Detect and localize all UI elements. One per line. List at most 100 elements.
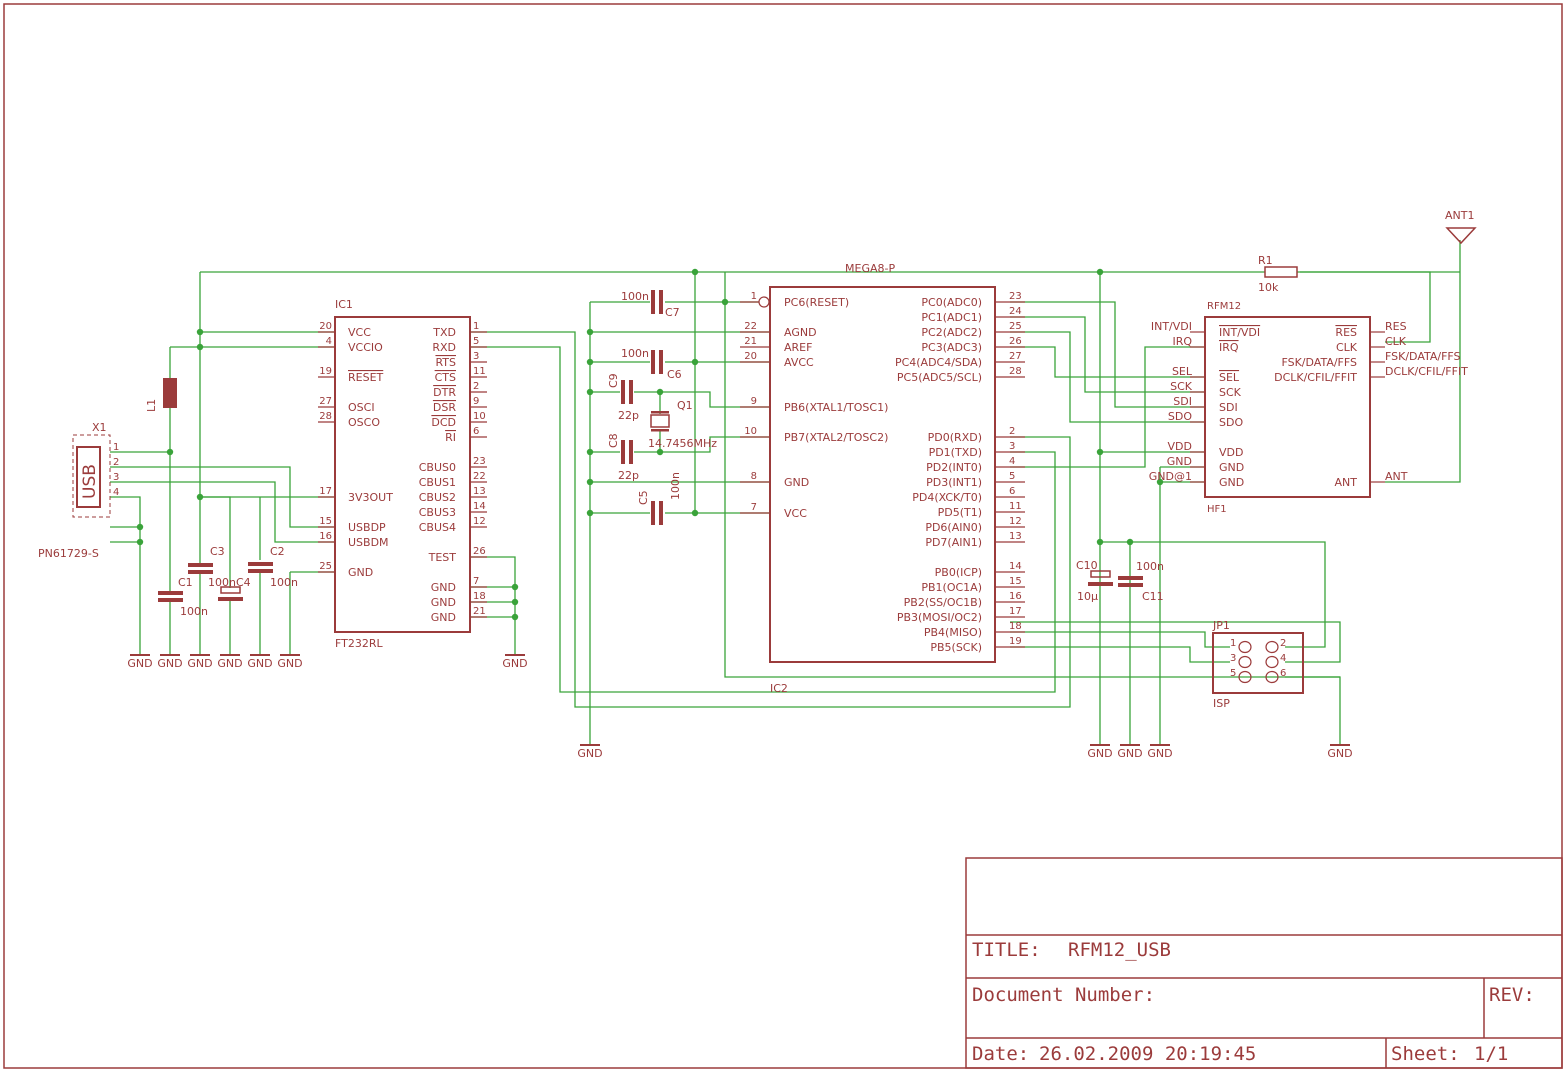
ic2-pin-number: 18 (1009, 621, 1022, 632)
ic1-pin-name: VCC (348, 326, 371, 339)
ic1-pin-number: 7 (473, 576, 479, 587)
ic1-pin-name: VCCIO (348, 341, 383, 354)
rev-label: REV: (1489, 984, 1535, 1006)
ic2-pin-number: 10 (744, 426, 757, 437)
ic1-pin-name: DTR (433, 386, 456, 399)
ic2-pin-name: PB5(SCK) (930, 641, 982, 654)
ic1-part: FT232RL (335, 637, 383, 650)
resistor-r1[interactable]: R1 10k (1258, 254, 1298, 294)
ground-label: GND (247, 657, 272, 670)
rfm12-module[interactable]: RFM12 HF1 INT/VDIINT/VDIIRQIRQSELSELSCKS… (1149, 301, 1468, 515)
capacitor-c1[interactable]: C1 100n (158, 576, 208, 618)
isp-header-jp1[interactable]: JP1 ISP 1 2 3 4 5 6 (1212, 619, 1304, 710)
ic1-pin-name: GND (348, 566, 373, 579)
usb-connector-x1[interactable]: USB X1 PN61729-S 1 2 3 4 (38, 421, 119, 560)
inductor-l1[interactable]: L1 (145, 378, 177, 412)
c3-value: 100n (208, 576, 236, 589)
jp1-pin-6: 6 (1280, 668, 1286, 679)
ic2-pin-name: PD0(RXD) (928, 431, 982, 444)
rfm12-inner-pin-name: FSK/DATA/FFS (1281, 356, 1357, 369)
usb-pin-3: 3 (113, 472, 119, 483)
ic1-pin-name: USBDP (348, 521, 386, 534)
reset-inversion-bubble (758, 296, 770, 308)
capacitor-c11[interactable]: 100n C11 (1118, 560, 1164, 603)
rfm12-pin-name: DCLK/CFIL/FFIT (1385, 365, 1468, 378)
ground-label: GND (1147, 747, 1172, 760)
crystal-q1[interactable]: Q1 14.7456MHz (648, 399, 717, 450)
ic2-pin-name: AVCC (784, 356, 814, 369)
ic2-pin-name: PB2(SS/OC1B) (904, 596, 982, 609)
rfm12-pin-name: VDD (1168, 440, 1192, 453)
capacitor-c6[interactable]: 100n C6 (621, 347, 682, 381)
ic2-pin-name: PD6(AIN0) (925, 521, 982, 534)
ic1-pin-name: CBUS2 (419, 491, 456, 504)
ic1-ref: IC1 (335, 298, 353, 311)
ic1-pin-name: GND (431, 596, 456, 609)
ic2-pin-name: PC5(ADC5/SCL) (897, 371, 982, 384)
ic1-pin-name: RTS (435, 356, 456, 369)
ic1-pin-name: 3V3OUT (348, 491, 393, 504)
capacitor-c5[interactable]: C5 100n (637, 472, 682, 525)
wires (110, 240, 1461, 745)
ic2-pin-number: 7 (751, 502, 757, 513)
ic1-pin-number: 22 (473, 471, 486, 482)
ground-label: GND (577, 747, 602, 760)
ic2-pin-number: 28 (1009, 366, 1022, 377)
ic2-pin-name: PD3(INT1) (926, 476, 982, 489)
ic2-pin-name: AREF (784, 341, 812, 354)
capacitor-c2[interactable]: C2 100n (248, 545, 298, 589)
ic2-pin-name: PB6(XTAL1/TOSC1) (784, 401, 888, 414)
docnum-label: Document Number: (972, 984, 1155, 1006)
c9-value: 22p (618, 409, 639, 422)
antenna-ant1[interactable]: ANT1 (1445, 209, 1477, 245)
ic1-pin-name: RI (445, 431, 456, 444)
c6-value: 100n (621, 347, 649, 360)
ic1-pin-number: 11 (473, 366, 486, 377)
ic1-pin-name: RXD (432, 341, 456, 354)
ic2-pin-name: PD2(INT0) (926, 461, 982, 474)
capacitor-c3[interactable]: C3 100n (188, 545, 236, 589)
ground-label: GND (502, 657, 527, 670)
ic1-pin-number: 6 (473, 426, 479, 437)
ic2-pin-name: PC0(ADC0) (921, 296, 982, 309)
ic1-pin-name: OSCI (348, 401, 375, 414)
rfm12-pin-name: FSK/DATA/FFS (1385, 350, 1461, 363)
rfm12-pin-name: SDO (1168, 410, 1192, 423)
ground-label: GND (1327, 747, 1352, 760)
date-value: 26.02.2009 20:19:45 (1039, 1043, 1256, 1065)
capacitor-c4[interactable]: C4 (218, 576, 251, 601)
c5-value: 100n (669, 472, 682, 500)
ic1-pin-number: 15 (319, 516, 332, 527)
jp1-pin-5: 5 (1230, 668, 1236, 679)
rfm12-pin-name: SDI (1173, 395, 1192, 408)
ic2-pin-number: 23 (1009, 291, 1022, 302)
capacitor-c10[interactable]: C10 10µ (1076, 559, 1113, 603)
r1-ref: R1 (1258, 254, 1273, 267)
capacitor-c9[interactable]: C9 22p (607, 373, 639, 422)
usb-ref: X1 (92, 421, 107, 434)
capacitor-c7[interactable]: 100n C7 (621, 290, 680, 319)
c4-ref: C4 (236, 576, 251, 589)
ic2-pin-number: 21 (744, 336, 757, 347)
ic2-pin-number: 14 (1009, 561, 1022, 572)
c11-ref: C11 (1142, 590, 1164, 603)
ic2-pin-number: 16 (1009, 591, 1022, 602)
capacitor-c8[interactable]: C8 22p (607, 433, 639, 482)
ic2-pin-number: 22 (744, 321, 757, 332)
ic1-pin-name: TXD (432, 326, 456, 339)
ic2-pin-name: PB7(XTAL2/TOSC2) (784, 431, 888, 444)
ic2-pin-number: 8 (751, 471, 757, 482)
rfm12-inner-pin-name: SDO (1219, 416, 1243, 429)
ic1-pin-name: OSCO (348, 416, 380, 429)
ic2-pin-number: 5 (1009, 471, 1015, 482)
ic2-part: MEGA8-P (845, 262, 895, 275)
sheet-frame (3, 3, 1563, 1069)
ic1-pin-number: 4 (326, 336, 332, 347)
ic2-pin-number: 12 (1009, 516, 1022, 527)
title-block: TITLE: RFM12_USB Document Number: REV: D… (965, 857, 1563, 1069)
ic2-pin-number: 20 (744, 351, 757, 362)
rfm12-pin-name: ANT (1385, 470, 1408, 483)
ic1-pin-number: 16 (319, 531, 332, 542)
